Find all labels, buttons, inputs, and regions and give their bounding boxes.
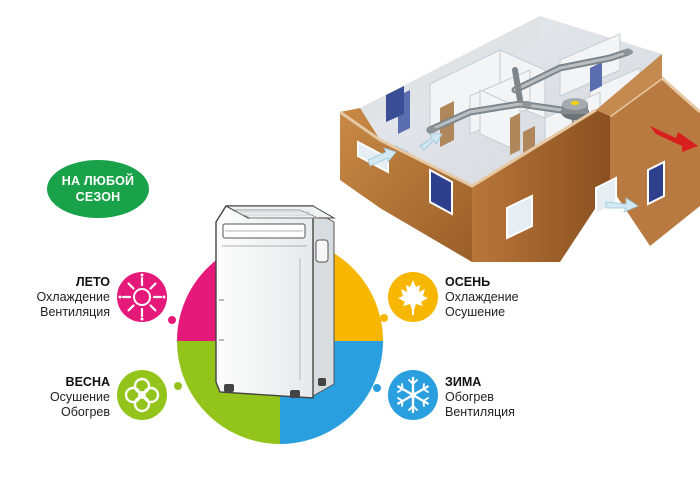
exhaust-arrow [650,126,698,152]
spring-dot [174,382,182,390]
season-winter-mode-1: Обогрев [445,390,494,404]
ventilation-unit [561,98,589,120]
season-spring: ВЕСНА Осушение Обогрев [0,375,110,420]
season-autumn-mode-1: Охлаждение [445,290,519,304]
season-winter-mode-2: Вентиляция [445,405,515,419]
flower-icon [117,370,167,420]
summer-dot [168,316,176,324]
portable-air-conditioner [215,205,336,399]
season-spring-mode-2: Обогрев [61,405,110,419]
season-summer: ЛЕТО Охлаждение Вентиляция [0,275,110,320]
season-summer-mode-2: Вентиляция [40,305,110,319]
all-season-badge: НА ЛЮБОЙ СЕЗОН [46,159,150,219]
snowflake-icon [388,370,438,420]
sun-icon [117,272,167,322]
season-winter: ЗИМА Обогрев Вентиляция [445,375,575,420]
season-autumn-name: ОСЕНЬ [445,275,491,289]
house-cutaway-illustration [339,16,700,262]
season-summer-name: ЛЕТО [75,275,110,289]
season-autumn-mode-2: Осушение [445,305,506,319]
season-winter-name: ЗИМА [445,375,482,389]
badge-line-2: СЕЗОН [75,190,121,204]
badge-line-1: НА ЛЮБОЙ [61,174,135,188]
maple-leaf-icon [388,272,438,322]
season-spring-name: ВЕСНА [65,375,110,389]
house-windows [357,86,665,240]
winter-dot [373,384,381,392]
badge-text: НА ЛЮБОЙ СЕЗОН [46,173,150,205]
season-autumn: ОСЕНЬ Охлаждение Осушение [445,275,575,320]
season-spring-mode-1: Осушение [49,390,110,404]
autumn-dot [380,314,388,322]
outside-airflow-arrows [367,147,639,213]
house-front-wall [340,108,472,262]
season-summer-mode-1: Охлаждение [36,290,110,304]
ventilation-ducts [426,48,632,144]
